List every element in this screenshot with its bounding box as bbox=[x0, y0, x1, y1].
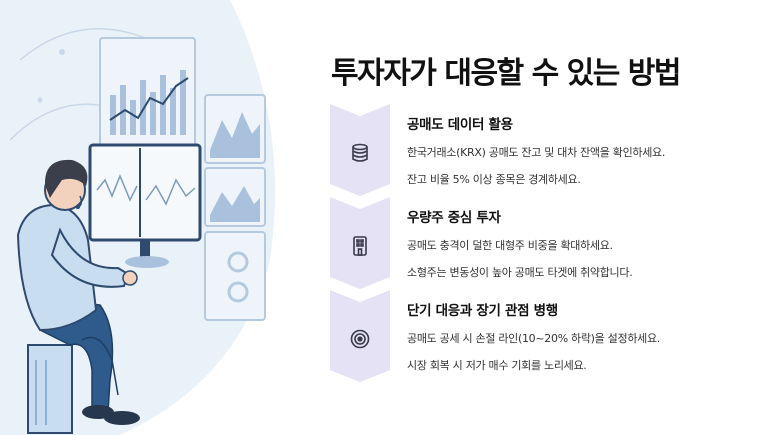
stool bbox=[27, 344, 73, 434]
decorative-dot bbox=[59, 49, 65, 55]
side-monitor-middle bbox=[204, 167, 266, 227]
building-icon bbox=[353, 236, 367, 256]
step-heading: 단기 대응과 장기 관점 병행 bbox=[407, 303, 558, 319]
step-description: 공매도 충격이 덜한 대형주 비중을 확대하세요. bbox=[407, 239, 613, 252]
front-monitor bbox=[88, 143, 202, 268]
person bbox=[16, 159, 140, 425]
database-icon bbox=[352, 143, 368, 162]
step-description: 잔고 비율 5% 이상 종목은 경계하세요. bbox=[407, 173, 581, 186]
step-description: 한국거래소(KRX) 공매도 잔고 및 대차 잔액을 확인하세요. bbox=[407, 146, 666, 159]
side-monitor-bottom bbox=[204, 231, 266, 321]
page-title: 투자자가 대응할 수 있는 방법 bbox=[331, 56, 681, 91]
step-3-short-and-long-term: 단기 대응과 장기 관점 병행 공매도 공세 시 손절 라인(10~20% 하락… bbox=[330, 290, 760, 382]
decorative-dot bbox=[37, 97, 43, 103]
investor-analyst-illustration bbox=[0, 0, 275, 435]
main-monitor bbox=[99, 37, 196, 149]
step-1-data-monitoring: 공매도 데이터 활용 한국거래소(KRX) 공매도 잔고 및 대차 잔액을 확인… bbox=[330, 104, 760, 196]
decorative-arc bbox=[19, 28, 151, 61]
step-description: 소형주는 변동성이 높아 공매도 타겟에 취약합니다. bbox=[407, 266, 633, 279]
target-icon bbox=[350, 329, 370, 349]
step-2-blue-chip-investing: 우량주 중심 투자 공매도 충격이 덜한 대형주 비중을 확대하세요. 소형주는… bbox=[330, 197, 760, 289]
chevron-step-marker bbox=[330, 197, 390, 289]
chevron-step-marker bbox=[330, 290, 390, 382]
side-monitor-top bbox=[204, 94, 266, 164]
step-description: 시장 회복 시 저가 매수 기회를 노리세요. bbox=[407, 359, 587, 372]
step-heading: 우량주 중심 투자 bbox=[407, 210, 501, 226]
step-description: 공매도 공세 시 손절 라인(10~20% 하락)을 설정하세요. bbox=[407, 332, 660, 345]
step-heading: 공매도 데이터 활용 bbox=[407, 117, 513, 133]
